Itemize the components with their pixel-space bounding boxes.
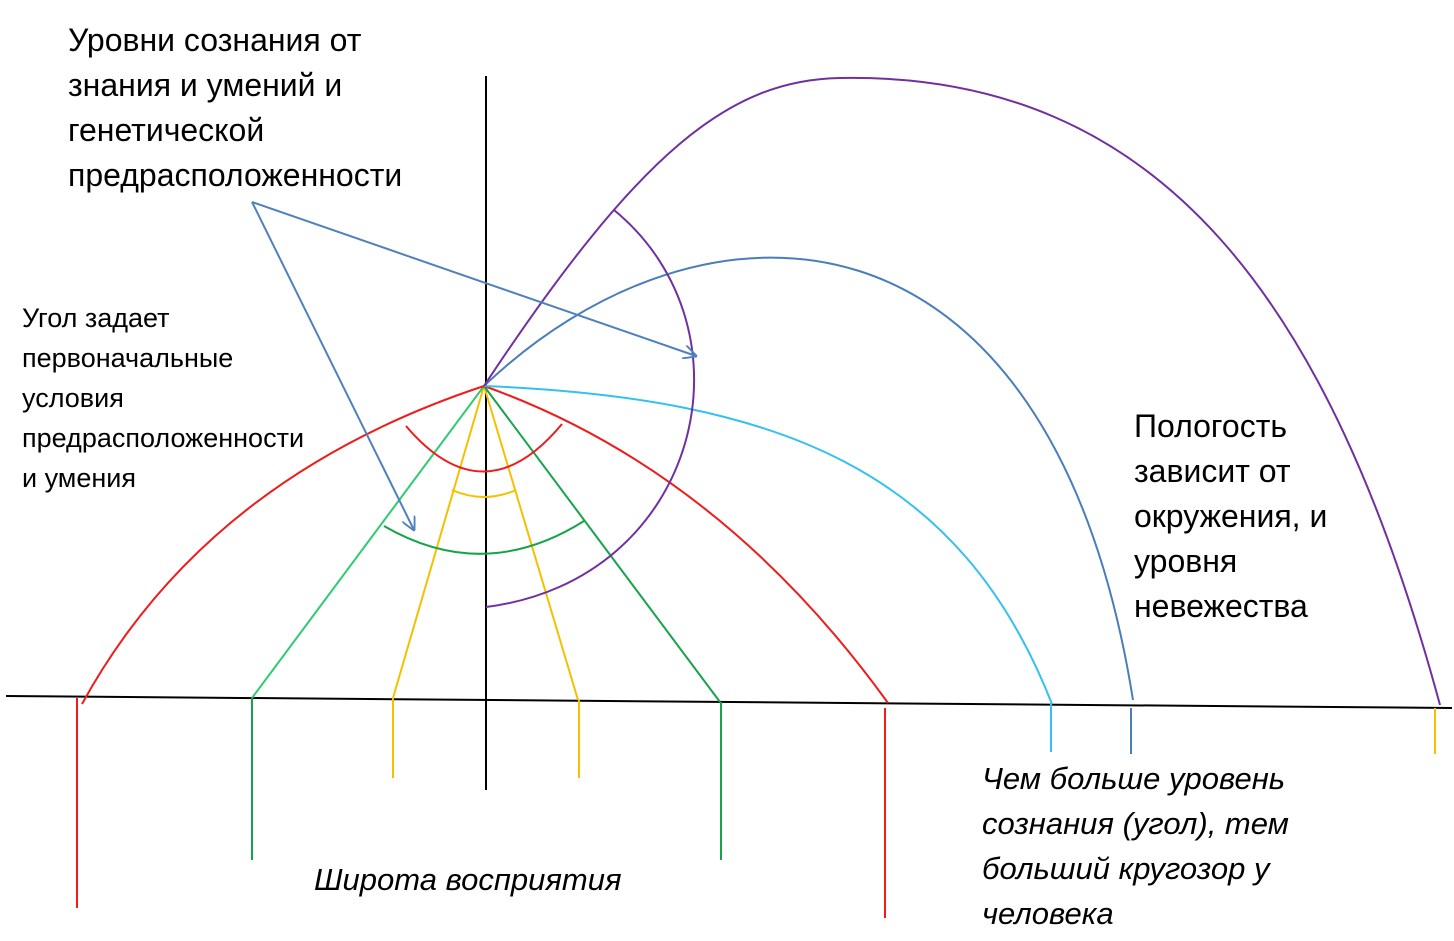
yellow-angle-arc [451,489,517,498]
scope-line-4: человека [982,896,1114,931]
green-ray-right [483,385,721,703]
red-curve-right [483,385,889,704]
slope-depends-label: Пологость зависит от окружения, и уровня… [1134,404,1327,629]
title-line-3: генетической [68,112,265,148]
steel-blue-curve [483,256,1134,701]
yellow-ray-left [392,385,485,699]
title-line-1: Уровни сознания от [68,22,362,58]
angle-line-4: предрасположенности [22,423,305,453]
horizontal-axis [5,695,1453,709]
angle-line-2: первоначальные [22,343,234,373]
slope-line-3: окружения, и [1134,498,1328,534]
yellow-ray-right [483,385,579,701]
angle-line-5: и умения [22,463,136,493]
red-curve-left [81,385,485,705]
green-angle-arc [383,520,585,555]
scope-line-1: Чем больше уровень [982,761,1286,796]
slope-line-5: невежества [1134,588,1308,624]
purple-angle-arc [485,209,695,608]
scope-line-3: больший кругозор у [982,851,1270,886]
levels-of-consciousness-label: Уровни сознания от знания и умений и ген… [68,18,402,198]
angle-line-1: Угол задает [22,303,170,333]
angle-line-3: условия [22,383,124,413]
scope-line-2: сознания (угол), тем [982,806,1289,841]
slope-line-2: зависит от [1134,453,1291,489]
red-angle-arc [405,423,563,473]
purple-curve [483,76,1441,706]
slope-line-1: Пологость [1134,408,1288,444]
breadth-of-perception-label: Широта восприятия [314,862,622,897]
title-line-2: знания и умений и [68,67,343,103]
slope-line-4: уровня [1134,543,1238,579]
light-blue-curve [483,385,1053,705]
pointer-arrow-right [251,201,696,356]
angle-defines-conditions-label: Угол задает первоначальные условия предр… [22,298,304,498]
scope-of-view-label: Чем больше уровень сознания (угол), тем … [982,756,1289,936]
title-line-4: предрасположенности [68,157,403,193]
green-ray-left [251,385,485,699]
pointer-arrow-down [251,201,414,530]
